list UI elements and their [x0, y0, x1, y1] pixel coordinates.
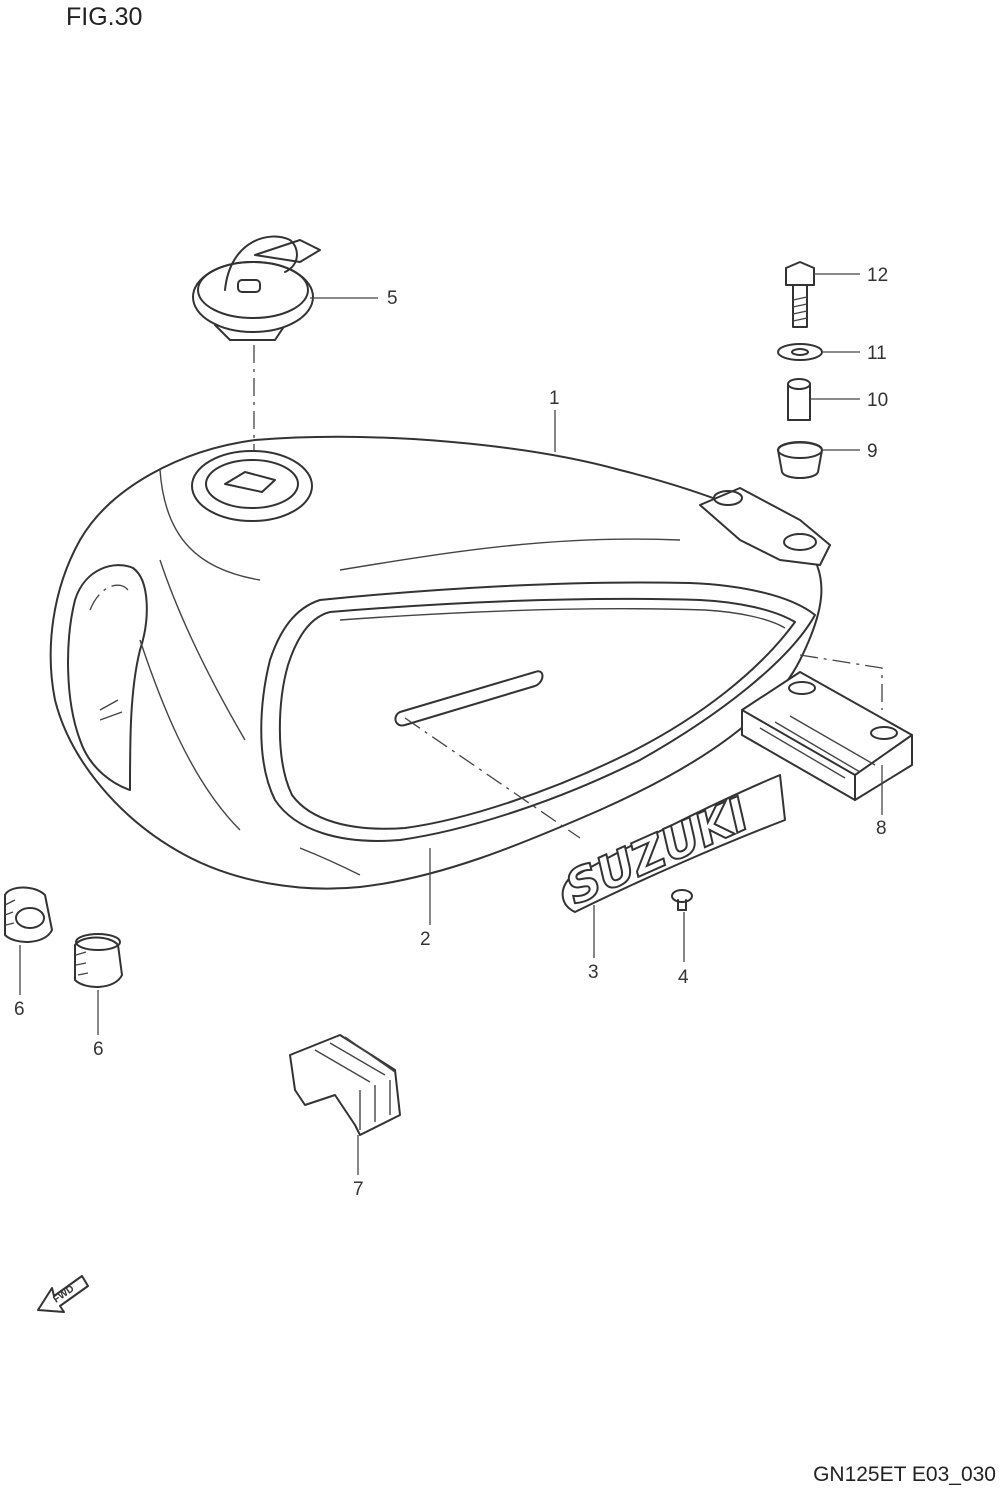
drawing-code: GN125ET E03_030 — [813, 1463, 996, 1486]
callout-11: 11 — [867, 343, 887, 364]
callout-numbers: 1 2 3 4 5 6 6 7 8 9 10 11 12 — [14, 265, 888, 1200]
figure-title: FIG.30 — [66, 3, 143, 31]
rear-cushion[interactable] — [741, 671, 913, 801]
callout-6b: 6 — [93, 1039, 104, 1060]
grommet[interactable] — [777, 441, 823, 479]
fuel-cap[interactable] — [192, 235, 321, 341]
callout-1: 1 — [549, 388, 560, 409]
leader-lines — [19, 273, 883, 1175]
cushion-7[interactable] — [289, 1034, 401, 1136]
callout-10: 10 — [867, 390, 888, 411]
cushion-6a[interactable] — [4, 886, 53, 943]
callout-8: 8 — [876, 818, 887, 839]
callout-9: 9 — [867, 441, 878, 462]
callout-7: 7 — [353, 1179, 364, 1200]
washer[interactable] — [777, 343, 823, 361]
cushion-6b[interactable] — [74, 933, 123, 988]
callout-2: 2 — [420, 929, 431, 950]
emblem-slot — [394, 670, 544, 727]
fwd-arrow-icon: FWD — [37, 1275, 89, 1313]
callout-5: 5 — [387, 288, 398, 309]
callout-3: 3 — [588, 962, 599, 983]
bolt[interactable] — [785, 261, 815, 328]
assembly-lines — [253, 345, 883, 839]
fuel-tank[interactable] — [49, 435, 831, 890]
callout-6a: 6 — [14, 999, 25, 1020]
emblem-screw[interactable] — [671, 889, 693, 911]
callout-12: 12 — [867, 265, 888, 286]
spacer[interactable] — [787, 378, 811, 421]
callout-4: 4 — [678, 967, 689, 988]
